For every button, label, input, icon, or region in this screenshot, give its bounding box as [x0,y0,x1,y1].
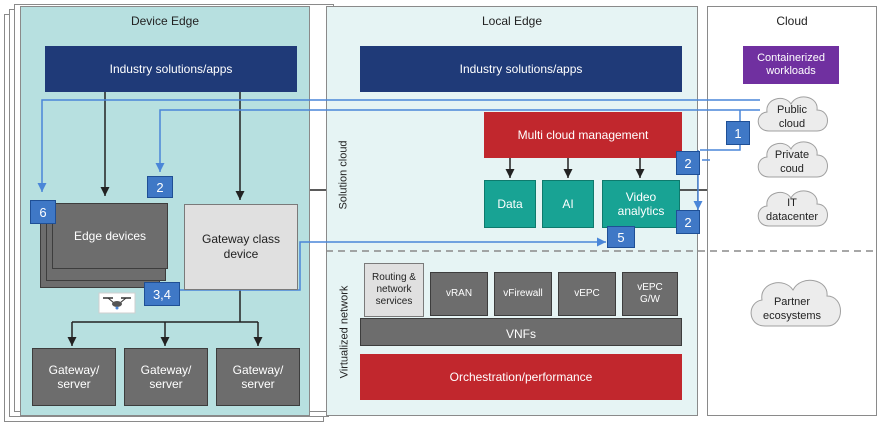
vnf-vepc: vEPC [558,272,616,316]
multi-cloud-management-box: Multi cloud management [484,112,682,158]
local-edge-title: Local Edge [481,14,543,28]
step-badge-1: 1 [726,121,750,145]
partner-ecosystems-cloud-icon [750,279,841,327]
vnf-vran: vRAN [430,272,488,316]
drone-icon [98,292,136,314]
gateway-server-3: Gateway/ server [216,348,300,406]
it-datacenter-cloud-icon [757,190,828,227]
step-badge-5: 5 [607,226,635,248]
vnfs-label: VNFs [506,327,536,341]
gateway-server-2: Gateway/ server [124,348,208,406]
partner-ecosystems-label: Partner ecosystems [762,296,822,322]
virtualized-network-label-wrap: Virtualized network [334,262,354,402]
it-datacenter-label: IT datacenter [766,197,818,223]
cloud-shapes [750,96,841,327]
orchestration-performance-box: Orchestration/performance [360,354,682,400]
gateway-class-device-box: Gateway class device [184,204,298,290]
private-cloud-icon [757,141,828,178]
solution-cloud-label: Solution cloud [338,140,351,210]
public-cloud-icon [757,96,828,132]
step-badge-2-left: 2 [147,176,173,198]
vnf-vfirewall: vFirewall [494,272,552,316]
local-industry-apps-box: Industry solutions/apps [360,46,682,92]
data-box: Data [484,180,536,228]
edge-devices-box: Edge devices [52,203,168,269]
private-cloud-label: Private coud [774,149,810,175]
device-industry-apps-box: Industry solutions/apps [45,46,297,92]
vnf-vepc-gw: vEPC G/W [622,272,678,316]
vnfs-bar: VNFs [360,318,682,346]
solution-cloud-label-wrap: Solution cloud [334,120,354,230]
step-badge-2-top: 2 [676,151,700,175]
step-badge-3-4: 3,4 [144,282,180,306]
virtualized-network-label: Virtualized network [338,285,351,379]
step-badge-6: 6 [30,200,56,224]
public-cloud-label: Public cloud [777,104,807,130]
cloud-title: Cloud [776,14,808,28]
video-analytics-box: Video analytics [602,180,680,228]
ai-box: AI [542,180,594,228]
routing-network-services-box: Routing & network services [364,263,424,317]
device-edge-title: Device Edge [130,14,200,28]
step-badge-2-right: 2 [676,210,700,234]
containerized-workloads-box: Containerized workloads [743,46,839,84]
gateway-server-1: Gateway/ server [32,348,116,406]
